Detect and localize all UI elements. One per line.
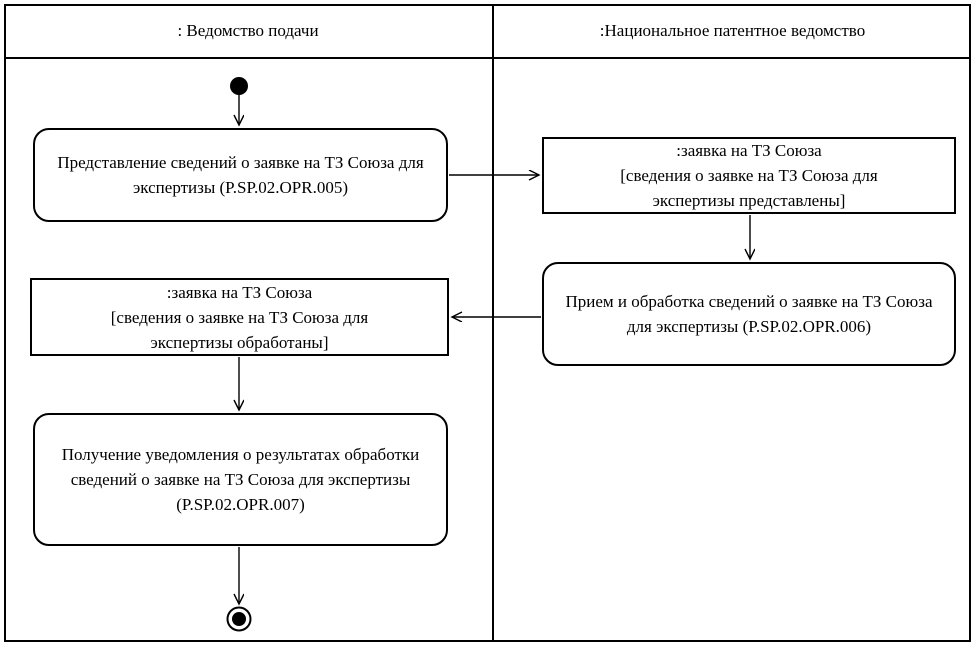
object-application-processed-state: [сведения о заявке на ТЗ Союза для экспе…	[110, 307, 369, 352]
lane-header-filing-office: : Ведомство подачи	[177, 20, 319, 40]
diagram-border	[4, 4, 971, 642]
activity-receive-notification-label: Получение уведомления о результатах обра…	[61, 445, 420, 514]
lane-header-national-patent-office: :Национальное патентное ведомство	[599, 20, 866, 40]
activity-submit-application-info: Представление сведений о заявке на ТЗ Со…	[33, 128, 448, 222]
object-application-processed-name: :заявка на ТЗ Союза	[166, 282, 313, 302]
object-application-submitted-name: :заявка на ТЗ Союза	[676, 141, 822, 160]
activity-receive-process-application-info: Прием и обработка сведений о заявке на Т…	[542, 262, 956, 366]
activity-receive-process-application-info-label: Прием и обработка сведений о заявке на Т…	[565, 292, 933, 336]
activity-submit-application-info-label: Представление сведений о заявке на ТЗ Со…	[57, 153, 424, 197]
object-application-processed: :заявка на ТЗ Союза [сведения о заявке н…	[30, 278, 449, 356]
header-separator	[4, 57, 971, 59]
object-application-submitted: :заявка на ТЗ Союза [сведения о заявке н…	[542, 137, 956, 214]
activity-receive-notification: Получение уведомления о результатах обра…	[33, 413, 448, 546]
object-application-submitted-state: [сведения о заявке на ТЗ Союза для экспе…	[620, 166, 878, 210]
swimlane-divider	[492, 4, 494, 642]
